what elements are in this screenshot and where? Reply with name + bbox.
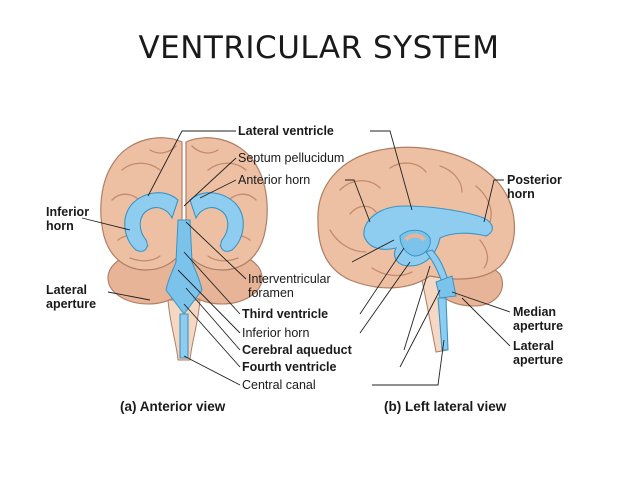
label-anterior-horn: Anterior horn	[238, 173, 310, 187]
label-central-canal: Central canal	[242, 378, 316, 392]
label-septum-pellucidum: Septum pellucidum	[238, 151, 344, 165]
caption-anterior-view: (a) Anterior view	[120, 399, 226, 414]
label-third-ventricle: Third ventricle	[242, 307, 328, 321]
slide-title: VENTRICULAR SYSTEM	[138, 30, 500, 66]
label-interventricular-foramen-2: foramen	[248, 286, 294, 300]
label-fourth-ventricle: Fourth ventricle	[242, 360, 337, 374]
labels: Lateral ventricle Septum pellucidum Ante…	[46, 124, 563, 414]
label-inferior-horn-left-1: Inferior	[46, 205, 89, 219]
label-cerebral-aqueduct: Cerebral aqueduct	[242, 343, 353, 357]
label-posterior-horn-2: horn	[507, 187, 535, 201]
label-lateral-ventricle: Lateral ventricle	[238, 124, 334, 138]
label-median-aperture-1: Median	[513, 305, 556, 319]
label-interventricular-foramen-1: Interventricular	[248, 272, 331, 286]
label-posterior-horn-1: Posterior	[507, 173, 562, 187]
label-lateral-aperture-right-1: Lateral	[513, 339, 554, 353]
label-inferior-horn-center: Inferior horn	[242, 326, 309, 340]
label-median-aperture-2: aperture	[513, 319, 563, 333]
leader-lines	[81, 130, 511, 386]
label-lateral-aperture-right-2: aperture	[513, 353, 563, 367]
label-inferior-horn-left-2: horn	[46, 219, 74, 233]
label-lateral-aperture-left-2: aperture	[46, 297, 96, 311]
label-lateral-aperture-left-1: Lateral	[46, 283, 87, 297]
caption-lateral-view: (b) Left lateral view	[384, 399, 507, 414]
lateral-view-brain	[317, 146, 516, 353]
anterior-view-brain	[100, 137, 268, 361]
